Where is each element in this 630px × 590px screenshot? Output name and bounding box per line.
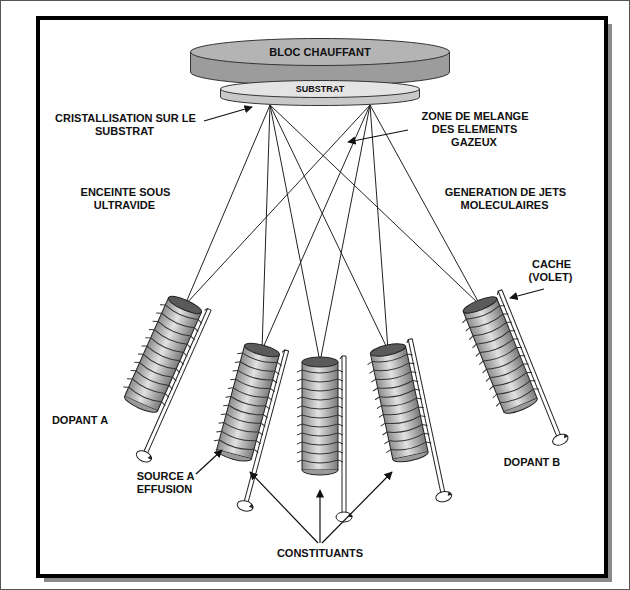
effusion-cell xyxy=(198,338,295,513)
label-text: DOPANT A xyxy=(51,414,109,426)
cylinder-outline xyxy=(190,38,450,86)
node-label: SUBSTRAT xyxy=(220,83,420,95)
label-text: SOURCE A EFFUSION xyxy=(136,470,195,495)
region-label: ENCEINTE SOUS ULTRAVIDE xyxy=(70,186,180,212)
effusion-cell xyxy=(297,356,353,522)
label-text: CONSTITUANTS xyxy=(276,547,364,559)
region-label: GENERATION DE JETS MOLECULAIRES xyxy=(430,186,580,212)
label-text: ZONE DE MELANGE DES ELEMENTS GAZEUX xyxy=(421,110,529,148)
callout-label: CRISTALLISATION SUR LE SUBSTRAT xyxy=(50,112,200,138)
label-text: CRISTALLISATION SUR LE SUBSTRAT xyxy=(54,112,196,137)
label-text: DOPANT B xyxy=(503,456,562,468)
effusion-cell xyxy=(99,290,218,464)
effusion-cells xyxy=(99,287,571,522)
leader-lines xyxy=(196,107,544,543)
frame xyxy=(38,18,606,576)
effusion-cell xyxy=(456,287,570,462)
substrate: SUBSTRAT xyxy=(220,80,420,106)
node-label: BLOC CHAUFFANT xyxy=(190,46,450,58)
effusion-cell xyxy=(364,337,453,511)
part-label: CONSTITUANTS xyxy=(255,547,385,560)
part-label: DOPANT A xyxy=(40,414,120,427)
part-label: DOPANT B xyxy=(492,456,572,469)
label-text: CACHE (VOLET) xyxy=(529,258,574,283)
label-text: ENCEINTE SOUS ULTRAVIDE xyxy=(80,186,171,211)
part-label: SOURCE A EFFUSION xyxy=(120,470,210,496)
part-label: CACHE (VOLET) xyxy=(520,258,582,284)
molecular-beams xyxy=(185,105,480,362)
callout-label: ZONE DE MELANGE DES ELEMENTS GAZEUX xyxy=(412,110,537,149)
heater-block: BLOC CHAUFFANT xyxy=(190,38,450,86)
label-text: GENERATION DE JETS MOLECULAIRES xyxy=(444,186,566,211)
